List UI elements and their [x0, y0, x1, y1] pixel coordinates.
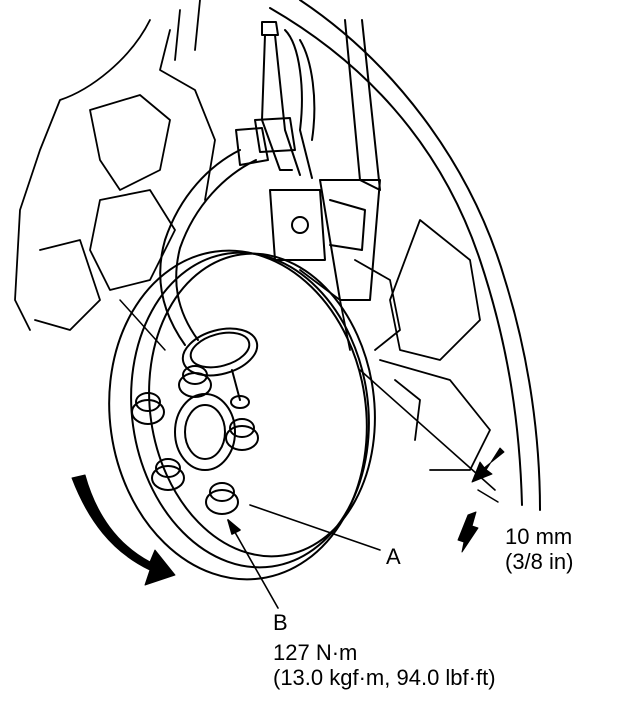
dimension-arrows-icon: [457, 447, 505, 553]
locking-pliers-clamp: [254, 21, 316, 179]
curved-rotation-arrow-icon: [71, 474, 176, 586]
wheel-hub: [174, 393, 236, 471]
lug-nut: [151, 458, 185, 491]
distance-in-text: (3/8 in): [505, 549, 574, 574]
wheel-well-arch: [269, 0, 541, 511]
torque-alt-text: (13.0 kgf·m, 94.0 lbf·ft): [273, 665, 496, 690]
torque-nm-text: 127 N·m: [273, 640, 358, 665]
dial-indicator-flex-arm: [159, 127, 269, 346]
lug-nut: [205, 482, 239, 515]
label-part-a: A: [386, 544, 401, 569]
distance-mm-text: 10 mm: [505, 524, 573, 549]
label-part-b: B: [273, 610, 288, 635]
torque-spec: 127 N·m (13.0 kgf·m, 94.0 lbf·ft): [273, 640, 496, 690]
lug-nuts: [131, 365, 259, 515]
leader-arrowhead-b: [227, 519, 241, 535]
lug-nut: [131, 392, 165, 425]
leader-lines: [227, 369, 496, 609]
leader-line-b: [227, 519, 279, 609]
lug-nut: [225, 418, 259, 451]
dial-indicator: [181, 327, 259, 409]
suspension-background: [14, 0, 491, 471]
leader-line-a: [249, 504, 381, 551]
strut-assembly: [269, 19, 381, 301]
distance-spec: 10 mm (3/8 in): [505, 524, 573, 574]
lug-nut: [178, 365, 212, 398]
disc-surface-line: [359, 369, 496, 491]
